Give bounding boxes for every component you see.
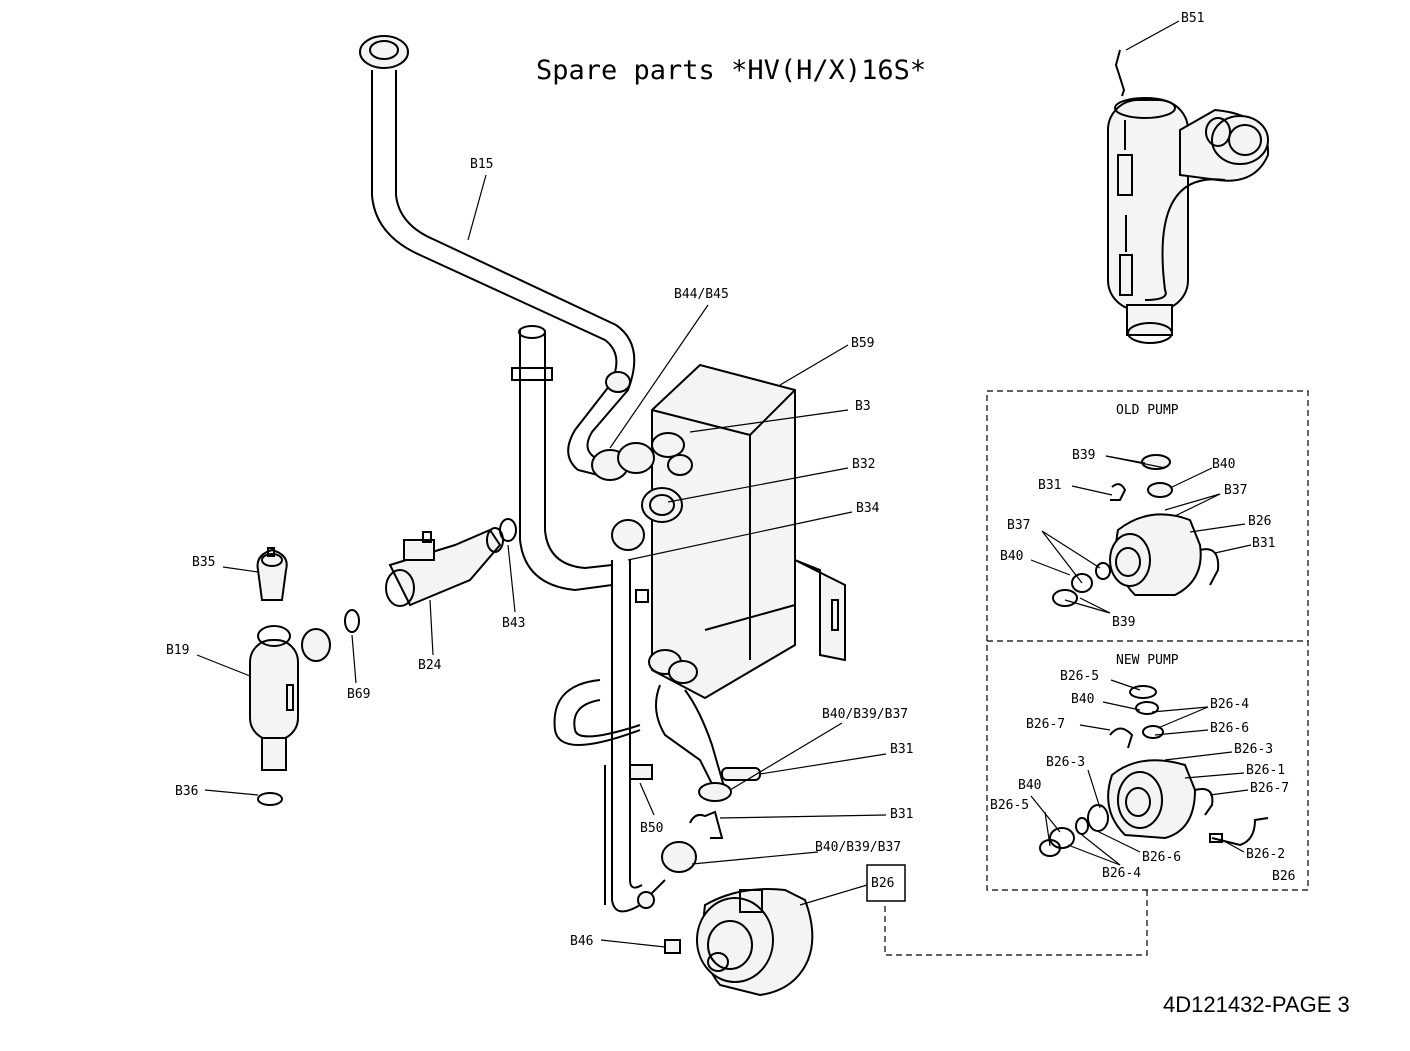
label-b51: B51 [1181, 11, 1204, 26]
label-b34: B34 [856, 501, 880, 516]
label-new-b26-7-left: B26-7 [1026, 717, 1065, 732]
label-b31-lower: B31 [890, 807, 913, 822]
air-vent-b35 [256, 547, 288, 601]
label-old-b39-upper: B39 [1072, 448, 1095, 463]
label-new-b26-3-left: B26-3 [1046, 755, 1085, 770]
diagram-title: Spare parts *HV(H/X)16S* [536, 55, 926, 86]
label-new-b40-upper: B40 [1071, 692, 1094, 707]
clip-b50 [629, 764, 653, 780]
document-page-reference: 4D121432-PAGE 3 [1163, 992, 1350, 1017]
pump-b26 [696, 888, 814, 997]
label-old-b31-left: B31 [1038, 478, 1061, 493]
label-new-b26-2: B26-2 [1246, 847, 1285, 862]
label-new-b26-3-right: B26-3 [1234, 742, 1273, 757]
leader-lines [196, 20, 1252, 948]
label-b40-b39-b37-upper: B40/B39/B37 [822, 707, 908, 722]
label-b44-b45: B44/B45 [674, 287, 729, 302]
oring-b69 [344, 609, 360, 633]
label-new-b26-4-right: B26-4 [1210, 697, 1249, 712]
label-b59: B59 [851, 336, 874, 351]
filter-b19 [249, 625, 331, 771]
label-old-b26: B26 [1248, 514, 1271, 529]
heat-exchanger-fittings [591, 371, 698, 684]
label-new-b40-lower: B40 [1018, 778, 1041, 793]
clip-b31-upper [721, 767, 761, 781]
label-old-b40-lower: B40 [1000, 549, 1023, 564]
label-b50: B50 [640, 821, 663, 836]
pipe-b15 [359, 35, 636, 479]
label-new-b26-6-lower: B26-6 [1142, 850, 1181, 865]
label-b43: B43 [502, 616, 525, 631]
label-old-b40-upper: B40 [1212, 457, 1235, 472]
label-new-b26-6-right: B26-6 [1210, 721, 1249, 736]
part-labels: B51 B15 B44/B45 B59 B3 B32 B34 B35 B19 B… [166, 11, 1295, 949]
label-b24: B24 [418, 658, 442, 673]
label-b35: B35 [192, 555, 215, 570]
old-pump-illustration [1052, 454, 1220, 607]
filter-assembly-b51 [1107, 49, 1270, 344]
valve-b24 [385, 527, 504, 607]
pump-detail-box [884, 390, 1309, 956]
label-box-b26: B26 [1272, 869, 1295, 884]
label-new-b26-5-upper: B26-5 [1060, 669, 1099, 684]
clip-b31-lower [689, 810, 724, 839]
label-old-b39-lower: B39 [1112, 615, 1135, 630]
label-b32: B32 [852, 457, 875, 472]
label-new-b26-4-lower: B26-4 [1102, 866, 1141, 881]
label-old-b37-right: B37 [1224, 483, 1247, 498]
label-new-b26-5-lower: B26-5 [990, 798, 1029, 813]
label-b15: B15 [470, 157, 493, 172]
heat-exchanger-b59 [651, 363, 846, 700]
return-pipe [511, 325, 613, 592]
label-new-pump: NEW PUMP [1116, 653, 1179, 668]
new-pump-illustration [1039, 685, 1269, 857]
label-b36: B36 [175, 784, 198, 799]
lower-pipes [553, 560, 732, 913]
label-old-b31-right: B31 [1252, 536, 1275, 551]
label-b31-upper: B31 [890, 742, 913, 757]
label-b3: B3 [855, 399, 871, 414]
label-old-pump: OLD PUMP [1116, 403, 1179, 418]
nut-b46 [664, 939, 681, 954]
label-b19: B19 [166, 643, 189, 658]
label-b40-b39-b37-lower: B40/B39/B37 [815, 840, 901, 855]
label-b69: B69 [347, 687, 370, 702]
oring-b43 [499, 518, 517, 542]
label-old-b37-left: B37 [1007, 518, 1030, 533]
oring-b36 [257, 792, 283, 806]
label-b46: B46 [570, 934, 593, 949]
b26-callout-box [866, 864, 906, 902]
label-new-b26-7-right: B26-7 [1250, 781, 1289, 796]
label-b26: B26 [871, 876, 894, 891]
label-new-b26-1: B26-1 [1246, 763, 1285, 778]
